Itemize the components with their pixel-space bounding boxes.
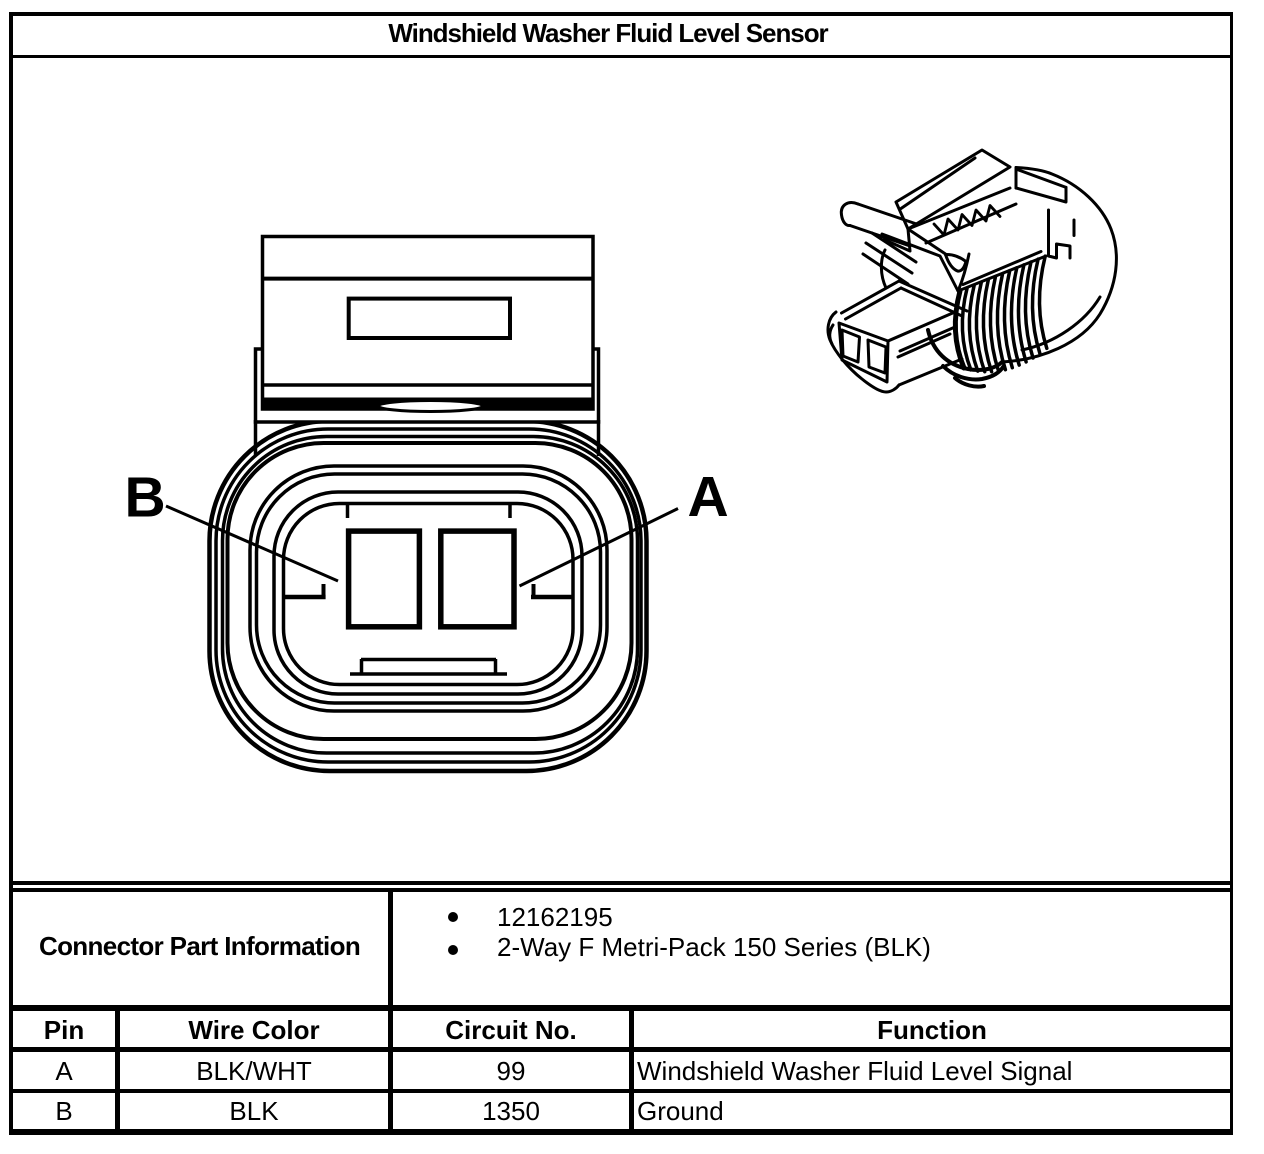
svg-text:B: B <box>125 466 166 530</box>
svg-text:A: A <box>688 465 729 529</box>
